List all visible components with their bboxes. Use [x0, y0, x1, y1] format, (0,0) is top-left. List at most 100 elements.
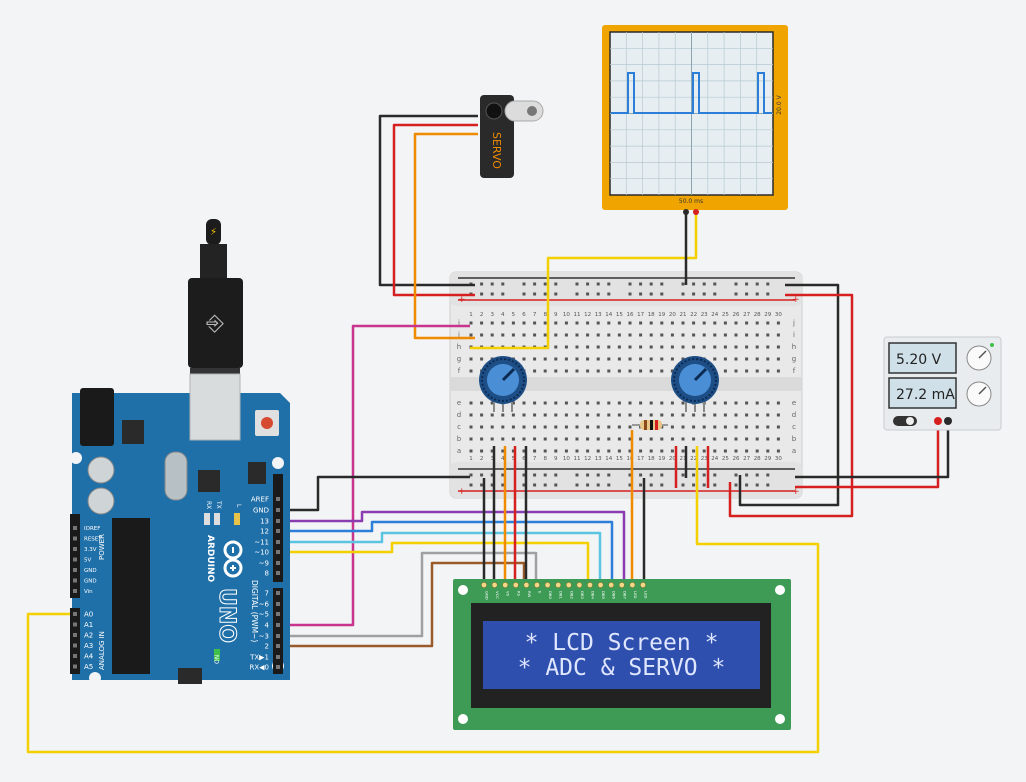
- breadboard-hole[interactable]: [554, 449, 558, 453]
- breadboard-hole[interactable]: [755, 292, 759, 296]
- breadboard-hole[interactable]: [734, 357, 738, 361]
- breadboard-hole[interactable]: [543, 413, 547, 417]
- lcd-pin[interactable]: [534, 582, 540, 588]
- usb-cable[interactable]: ⚡ ⎆: [188, 219, 243, 374]
- breadboard-hole[interactable]: [533, 292, 537, 296]
- breadboard-hole[interactable]: [702, 425, 706, 429]
- breadboard-hole[interactable]: [660, 449, 664, 453]
- breadboard-hole[interactable]: [554, 473, 558, 477]
- breadboard-hole[interactable]: [723, 425, 727, 429]
- breadboard-hole[interactable]: [681, 401, 685, 405]
- pin-socket[interactable]: [276, 612, 280, 616]
- breadboard-hole[interactable]: [766, 282, 770, 286]
- breadboard-hole[interactable]: [776, 357, 780, 361]
- breadboard-hole[interactable]: [681, 425, 685, 429]
- breadboard-hole[interactable]: [533, 437, 537, 441]
- breadboard-hole[interactable]: [670, 401, 674, 405]
- breadboard-hole[interactable]: [511, 425, 515, 429]
- breadboard-hole[interactable]: [617, 437, 621, 441]
- breadboard-hole[interactable]: [480, 333, 484, 337]
- breadboard-hole[interactable]: [628, 282, 632, 286]
- lcd-pin[interactable]: [512, 582, 519, 588]
- breadboard-hole[interactable]: [681, 333, 685, 337]
- breadboard-hole[interactable]: [745, 413, 749, 417]
- pin-socket[interactable]: [73, 612, 77, 616]
- breadboard-hole[interactable]: [702, 321, 706, 325]
- breadboard-hole[interactable]: [628, 437, 632, 441]
- breadboard-hole[interactable]: [522, 473, 526, 477]
- breadboard-hole[interactable]: [776, 321, 780, 325]
- breadboard-hole[interactable]: [586, 333, 590, 337]
- breadboard-hole[interactable]: [501, 425, 505, 429]
- breadboard-hole[interactable]: [480, 483, 484, 487]
- breadboard-hole[interactable]: [745, 345, 749, 349]
- breadboard-hole[interactable]: [543, 425, 547, 429]
- breadboard-hole[interactable]: [490, 449, 494, 453]
- breadboard-hole[interactable]: [734, 333, 738, 337]
- breadboard-hole[interactable]: [554, 282, 558, 286]
- breadboard-hole[interactable]: [681, 292, 685, 296]
- breadboard-hole[interactable]: [554, 483, 558, 487]
- breadboard-hole[interactable]: [681, 321, 685, 325]
- breadboard-hole[interactable]: [681, 483, 685, 487]
- breadboard-hole[interactable]: [766, 483, 770, 487]
- breadboard-hole[interactable]: [776, 369, 780, 373]
- breadboard-hole[interactable]: [543, 292, 547, 296]
- breadboard-hole[interactable]: [766, 292, 770, 296]
- breadboard-hole[interactable]: [511, 413, 515, 417]
- breadboard-hole[interactable]: [543, 437, 547, 441]
- breadboard-hole[interactable]: [702, 473, 706, 477]
- breadboard-hole[interactable]: [480, 449, 484, 453]
- breadboard-hole[interactable]: [586, 321, 590, 325]
- breadboard-hole[interactable]: [543, 401, 547, 405]
- lcd-pin[interactable]: [491, 582, 498, 588]
- breadboard-hole[interactable]: [480, 321, 484, 325]
- pin-socket[interactable]: [73, 654, 77, 658]
- breadboard-hole[interactable]: [522, 425, 526, 429]
- pin-socket[interactable]: [276, 508, 280, 512]
- breadboard-hole[interactable]: [511, 401, 515, 405]
- breadboard-hole[interactable]: [480, 357, 484, 361]
- reset-button[interactable]: [261, 417, 273, 429]
- lcd-pin[interactable]: [523, 582, 530, 588]
- breadboard-hole[interactable]: [639, 282, 643, 286]
- pin-socket[interactable]: [276, 634, 280, 638]
- breadboard-hole[interactable]: [533, 321, 537, 325]
- pin-socket[interactable]: [73, 643, 77, 648]
- pin-socket[interactable]: [73, 633, 77, 637]
- breadboard-hole[interactable]: [692, 483, 696, 487]
- breadboard-hole[interactable]: [649, 357, 653, 361]
- breadboard-hole[interactable]: [490, 321, 494, 325]
- breadboard-hole[interactable]: [469, 425, 473, 429]
- positive-terminal[interactable]: [934, 417, 942, 425]
- breadboard-hole[interactable]: [575, 333, 579, 337]
- breadboard-hole[interactable]: [564, 401, 568, 405]
- breadboard-hole[interactable]: [745, 333, 749, 337]
- breadboard-hole[interactable]: [639, 401, 643, 405]
- breadboard-hole[interactable]: [755, 473, 759, 477]
- breadboard-hole[interactable]: [639, 413, 643, 417]
- breadboard-hole[interactable]: [692, 321, 696, 325]
- pin-socket[interactable]: [276, 665, 280, 669]
- breadboard-hole[interactable]: [713, 473, 717, 477]
- breadboard-hole[interactable]: [628, 345, 632, 349]
- breadboard-hole[interactable]: [745, 321, 749, 325]
- lcd-pin[interactable]: [565, 582, 572, 588]
- breadboard-hole[interactable]: [480, 292, 484, 296]
- breadboard-hole[interactable]: [702, 449, 706, 453]
- arduino-uno[interactable]: TX RX L ON ARDUINO UNO DIGITAL (PWM~) PO…: [70, 373, 290, 684]
- breadboard-hole[interactable]: [617, 369, 621, 373]
- breadboard-hole[interactable]: [469, 473, 473, 477]
- breadboard-hole[interactable]: [564, 345, 568, 349]
- breadboard-hole[interactable]: [649, 282, 653, 286]
- breadboard-hole[interactable]: [501, 333, 505, 337]
- breadboard-hole[interactable]: [766, 449, 770, 453]
- breadboard-hole[interactable]: [490, 473, 494, 477]
- breadboard-hole[interactable]: [607, 292, 611, 296]
- breadboard-hole[interactable]: [596, 333, 600, 337]
- breadboard-hole[interactable]: [480, 282, 484, 286]
- breadboard-hole[interactable]: [490, 333, 494, 337]
- breadboard-hole[interactable]: [543, 333, 547, 337]
